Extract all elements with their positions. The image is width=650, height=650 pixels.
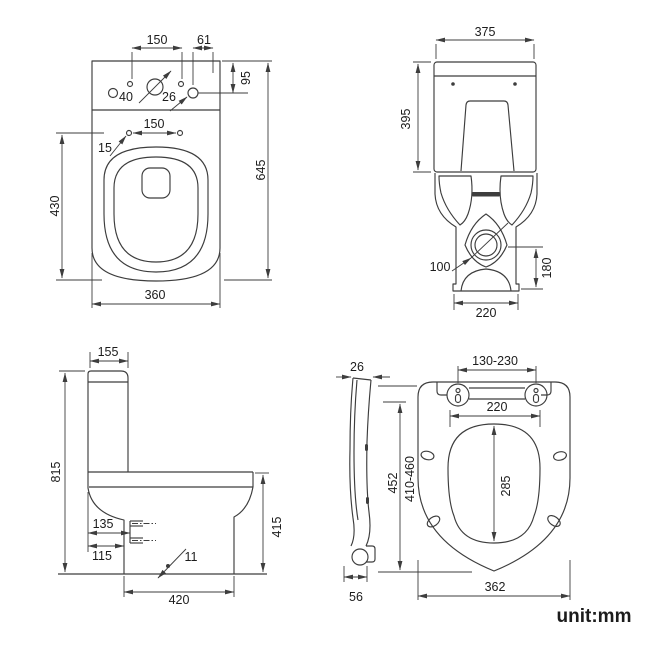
dim-label-mount-spacing: 150	[147, 33, 168, 47]
callout-center-hole: 40	[119, 70, 172, 104]
dimension-profile-depth: 56	[343, 566, 368, 604]
top-view-drawing: 150 61 95 40 26 150 15	[48, 33, 272, 308]
dimension-overall-length: 645	[224, 62, 272, 281]
dimension-tank-width: 375	[435, 25, 535, 59]
dimension-hole-depth: 95	[198, 60, 272, 94]
dimension-hinge-spacing: 130-230	[457, 354, 537, 383]
dim-label-outlet-height: 180	[540, 258, 554, 279]
dim-label-bowl-height: 415	[270, 517, 284, 538]
dimension-base-width: 220	[453, 294, 519, 320]
water-inlet	[129, 520, 156, 544]
dim-label-overall-width: 360	[145, 288, 166, 302]
callout-outlet-dia: 100	[430, 222, 509, 274]
dimension-bowl-length: 430	[48, 132, 104, 281]
dim-label-center-hole: 40	[119, 90, 133, 104]
dim-label-inlet-upper: 135	[93, 517, 114, 531]
dimension-seat-width: 362	[417, 560, 571, 600]
dimension-tank-height: 395	[399, 61, 431, 173]
dim-label-opening-width: 220	[487, 400, 508, 414]
rear-view-outline	[433, 61, 538, 292]
dimension-opening-width: 220	[449, 400, 541, 427]
dimension-inlet-lower: 115	[87, 543, 125, 563]
dim-label-tank-width: 375	[475, 25, 496, 39]
dimension-base-depth: 420	[123, 576, 235, 607]
dim-label-hinge-spacing: 130-230	[472, 354, 518, 368]
dimension-opening-length: 285	[491, 425, 513, 542]
dimension-inlet-upper: 135	[87, 492, 131, 552]
seat-side-profile	[349, 377, 376, 566]
unit-label: unit:mm	[557, 606, 632, 627]
dim-label-base-depth: 420	[169, 593, 190, 607]
dimension-overall-width: 360	[91, 253, 221, 308]
side-view-drawing: 155 815 135 115 11 420	[49, 345, 284, 607]
dimension-side-hole-offset: 61	[192, 33, 214, 85]
dim-label-profile-depth: 56	[349, 590, 363, 604]
dim-label-seat-hole-spacing: 150	[144, 117, 165, 131]
side-view-outline	[58, 370, 267, 575]
dimension-overall-height: 815	[49, 370, 85, 573]
bumper-slot	[426, 515, 441, 528]
dim-label-overall-length: 645	[254, 160, 268, 181]
dimension-seat-hole-spacing: 150	[132, 117, 177, 136]
callout-fixing-hole: 11	[157, 548, 198, 579]
seat-opening	[447, 423, 541, 544]
bumper-slot	[547, 515, 561, 527]
dim-label-seat-length: 452	[386, 473, 400, 494]
dim-label-seat-thickness: 26	[350, 360, 364, 374]
tank-outline	[433, 61, 537, 173]
dim-label-tank-height: 395	[399, 109, 413, 130]
callout-seat-hole: 15	[98, 135, 127, 157]
dimension-outlet-height: 180	[508, 246, 554, 290]
callout-side-hole: 26	[162, 90, 188, 112]
hinge-right	[524, 383, 548, 407]
flush-outlet	[141, 167, 171, 199]
dim-label-overall-height: 815	[49, 462, 63, 483]
hinge-left	[446, 383, 470, 407]
dim-label-side-hole: 26	[162, 90, 176, 104]
hinge-knuckle	[351, 548, 369, 566]
dimension-seat-thickness: 26	[336, 360, 417, 387]
bumper-slot	[420, 450, 435, 461]
dim-label-tank-depth: 155	[98, 345, 119, 359]
dim-label-bowl-length: 430	[48, 196, 62, 217]
rear-view-drawing: 375 395 100 180 220	[399, 25, 554, 320]
dimension-bowl-height: 415	[255, 472, 284, 573]
dim-label-fixing-hole: 11	[185, 550, 198, 564]
seat-drawing: 26 56 452 410-460	[336, 354, 571, 604]
dim-label-seat-hole: 15	[98, 141, 112, 155]
bumper-slot	[553, 451, 567, 461]
top-view-outline	[91, 60, 221, 282]
dim-label-seat-width: 362	[485, 580, 506, 594]
dimension-tank-depth: 155	[89, 345, 129, 368]
dim-label-base-width: 220	[476, 306, 497, 320]
dim-label-outlet-dia: 100	[430, 260, 451, 274]
seat-top-view-outline	[417, 381, 571, 572]
dim-label-inlet-lower: 115	[92, 549, 112, 563]
dim-label-opening-length: 285	[499, 476, 513, 497]
dimension-mount-hole-spacing: 150	[131, 33, 183, 79]
dim-label-side-hole-offset: 61	[197, 33, 211, 47]
dim-label-adjustable-length: 410-460	[403, 456, 417, 502]
dimension-seat-length: 452 410-460	[378, 401, 472, 573]
outlet-hole	[470, 229, 502, 261]
dim-label-hole-depth: 95	[239, 71, 253, 85]
